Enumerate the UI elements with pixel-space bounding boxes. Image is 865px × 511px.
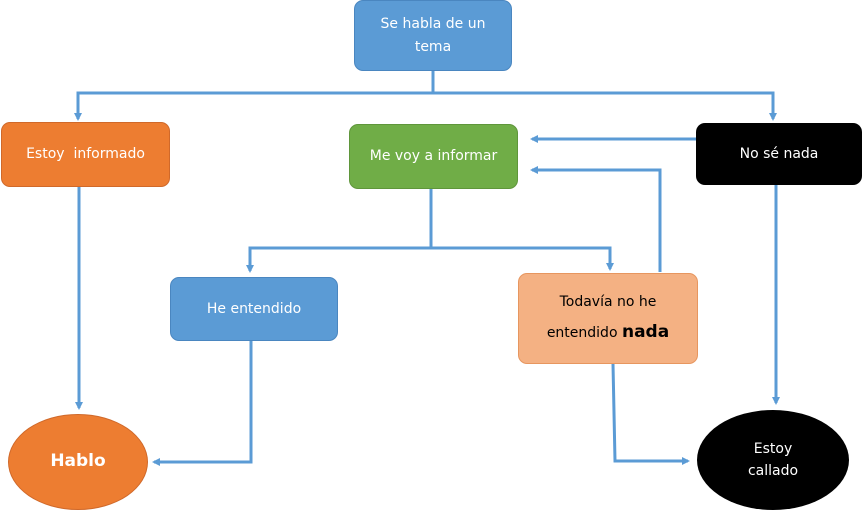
node-informed: Estoy informado (1, 122, 170, 187)
node-understood: He entendido (170, 277, 338, 341)
node-understood-label: He entendido (206, 300, 302, 317)
arrow-understood-to-speak (152, 341, 253, 466)
node-not-understood-text: Todavía no he entendido nada (537, 289, 679, 348)
arrow-topic-to-informed (74, 91, 433, 121)
node-speak-label: Hablo (50, 451, 106, 472)
node-will-inform-label: Me voy a informar (369, 148, 498, 165)
node-silent: Estoy callado (697, 410, 849, 510)
node-not-understood-emphasis: nada (621, 321, 670, 342)
node-will-inform: Me voy a informar (349, 124, 518, 189)
arrow-topic-to-know-nothing (433, 91, 777, 121)
node-silent-label: Estoy callado (747, 440, 799, 479)
node-know-nothing: No sé nada (696, 123, 862, 185)
arrow-not-understood-to-will-inform (530, 166, 662, 272)
node-speak: Hablo (8, 414, 148, 510)
node-not-understood-label: Todavía no he entendido (546, 294, 657, 341)
node-topic: Se habla de un tema (354, 0, 512, 71)
node-informed-label: Estoy informado (26, 146, 145, 163)
arrow-will-inform-to-understood (246, 246, 431, 273)
node-topic-label: Se habla de un tema (380, 16, 486, 55)
arrow-will-inform-to-not-understood (431, 246, 614, 271)
node-know-nothing-label: No sé nada (739, 145, 819, 162)
arrow-not-understood-to-silent (611, 363, 690, 465)
node-not-understood: Todavía no he entendido nada (518, 273, 698, 364)
